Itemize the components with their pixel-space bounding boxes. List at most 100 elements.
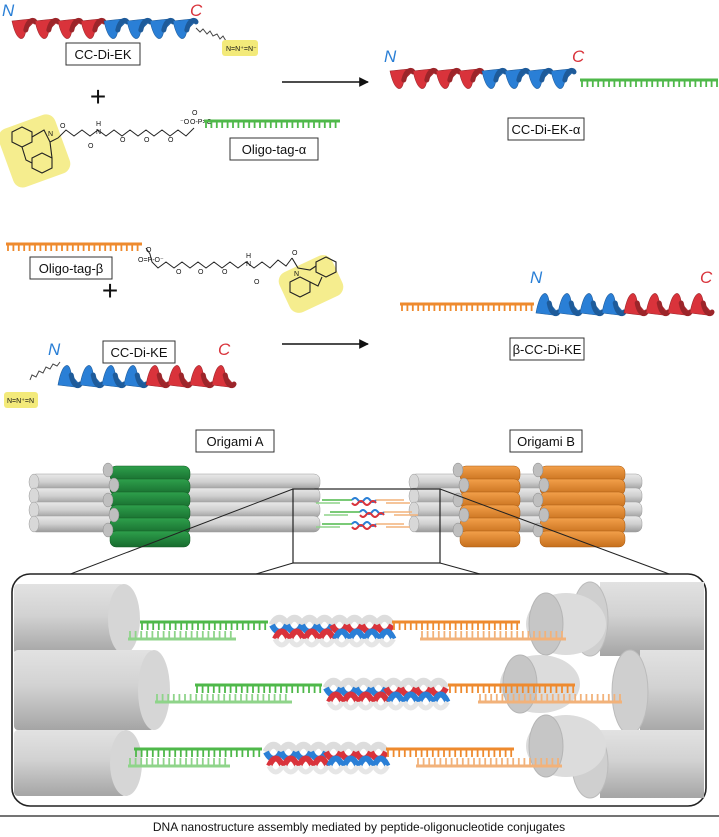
coil-ribbon-back (377, 637, 396, 648)
coil-ribbon-front (356, 755, 376, 768)
coil-ribbon-front (347, 628, 367, 641)
label-box (229, 137, 319, 161)
atom-o: O (60, 123, 66, 130)
c-terminus-label: C (700, 268, 713, 287)
coil-ribbon-front (431, 691, 451, 704)
coil-ribbon-front (302, 628, 322, 641)
coil-ribbon-back (356, 764, 375, 775)
tube-end (110, 730, 142, 796)
coil-ribbon-front (362, 628, 382, 641)
atom-o: O (146, 247, 152, 254)
helix-back (68, 372, 83, 389)
benzene-ring (31, 152, 53, 174)
atom-o: O (254, 279, 260, 286)
coil-ribbon-front (317, 628, 337, 641)
dna-helix-tube-large (600, 730, 704, 798)
n-terminus-label: N (530, 268, 543, 287)
helix-back (23, 17, 38, 33)
tube-end (102, 462, 114, 478)
coil-ribbon-back (341, 764, 360, 775)
tube-end (108, 584, 140, 654)
origami-a-green-segment (109, 530, 191, 548)
tube-end (532, 492, 544, 508)
helix-back (222, 372, 237, 389)
label-box (102, 340, 176, 364)
tube-end (28, 501, 40, 519)
tube-end (538, 507, 550, 523)
atom-n: N (48, 131, 53, 138)
mini-coil (359, 512, 385, 518)
n-terminus-label: N (48, 340, 61, 359)
origami-assembly: Origami A Origami B (11, 429, 707, 807)
tube-end (532, 462, 544, 478)
product-label-beta-cc-di-ke: β-CC-Di-KE (513, 342, 582, 357)
helix-back (612, 300, 627, 317)
tube-end (458, 507, 470, 523)
coil-ribbon-back (317, 637, 336, 648)
dbco-linker: N O O H N O O O O-P=O ⁻O O (0, 110, 213, 188)
helix-back (656, 300, 671, 317)
dbco-highlight (0, 114, 71, 188)
atom-o: O (292, 250, 298, 257)
coil-ribbon-back (401, 700, 420, 711)
coil-ribbon-back (356, 700, 375, 711)
coil-ribbon-front (326, 691, 346, 704)
coil-ribbon-back (272, 637, 291, 648)
helix-back (115, 17, 130, 33)
benzene-ring (11, 126, 33, 148)
atom-o: O (168, 137, 174, 144)
label-box (195, 429, 275, 453)
tube-end (538, 477, 550, 493)
coil-ribbon-back (266, 764, 285, 775)
coil-ribbon-front (272, 628, 292, 641)
dna-helix-tube-large (14, 730, 126, 796)
helix-cc-di-ek-product (389, 67, 577, 89)
tube-end (108, 477, 120, 493)
mini-coil (351, 524, 377, 530)
coil-ribbon-back (326, 764, 345, 775)
c-terminus-label: C (190, 1, 203, 20)
c-terminus-label: C (572, 47, 585, 66)
coil-ribbon-back (326, 700, 345, 711)
origami-b-orange-segment (459, 530, 521, 548)
atom-o-minus: ⁻O (180, 119, 190, 126)
coil-ribbon-back (332, 637, 351, 648)
helix-back (447, 67, 462, 83)
helix-back (178, 372, 193, 389)
phosphate-group: O-P=O (190, 119, 213, 126)
tube-end (28, 515, 40, 533)
helix-back (92, 17, 107, 33)
atom-o: O (192, 110, 198, 117)
atom-n: N (294, 271, 299, 278)
azide-linker (29, 361, 61, 381)
label-box (509, 429, 583, 453)
projection-line (439, 562, 481, 575)
helix-back (562, 67, 577, 83)
coil-ribbon-back (302, 637, 321, 648)
origami-bundles (28, 462, 643, 548)
dna-helix-tube-large (600, 582, 704, 656)
atom-o: O (198, 269, 204, 276)
coil-ribbon-front (281, 755, 301, 768)
helix-back (516, 67, 531, 83)
helix-back (46, 17, 61, 33)
coil-ribbon-front (386, 691, 406, 704)
helix-back (568, 300, 583, 317)
origami-b-label: Origami B (517, 434, 575, 449)
atom-h: H (246, 253, 251, 260)
phosphate-group: O=P-O⁻ (138, 257, 164, 264)
helix-back (156, 372, 171, 389)
coil-ribbon-front (341, 691, 361, 704)
atom-o: O (222, 269, 228, 276)
tube-end (452, 492, 464, 508)
coil-ribbon-front (356, 691, 376, 704)
helix-back (424, 67, 439, 83)
atom-o: O (120, 137, 126, 144)
coil-ribbon-back (416, 700, 435, 711)
tube-end (528, 592, 564, 656)
azide-group: N=N⁺=N (7, 398, 34, 405)
helix-back (590, 300, 605, 317)
helix-back (546, 300, 561, 317)
oligo-alpha-product-strand (580, 78, 718, 87)
